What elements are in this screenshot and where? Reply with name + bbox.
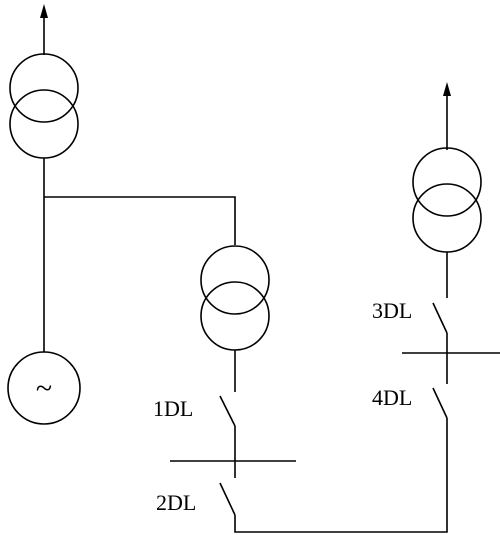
transformer-right [412,147,482,253]
label-1dl: 1DL [153,396,193,421]
breaker-1dl [219,395,236,478]
generator-icon: ~ [7,351,81,425]
label-2dl: 2DL [156,490,196,515]
breaker-1dl-blade [219,395,236,427]
breaker-2dl-blade [219,482,236,516]
bottom-connection-line [234,418,448,533]
tie-line-middle [44,196,236,245]
transformer-middle [200,245,270,351]
right-output-arrow [443,82,451,150]
breaker-2dl [219,482,236,516]
breaker-4dl-blade [432,387,448,419]
generator-symbol: ~ [36,372,52,405]
breaker-3dl-blade [432,302,448,334]
left-output-arrow [40,4,48,55]
breaker-3dl [432,302,448,384]
breaker-4dl [432,387,448,419]
label-4dl: 4DL [372,385,412,410]
label-3dl: 3DL [372,298,412,323]
main-transformer-left [9,53,79,159]
